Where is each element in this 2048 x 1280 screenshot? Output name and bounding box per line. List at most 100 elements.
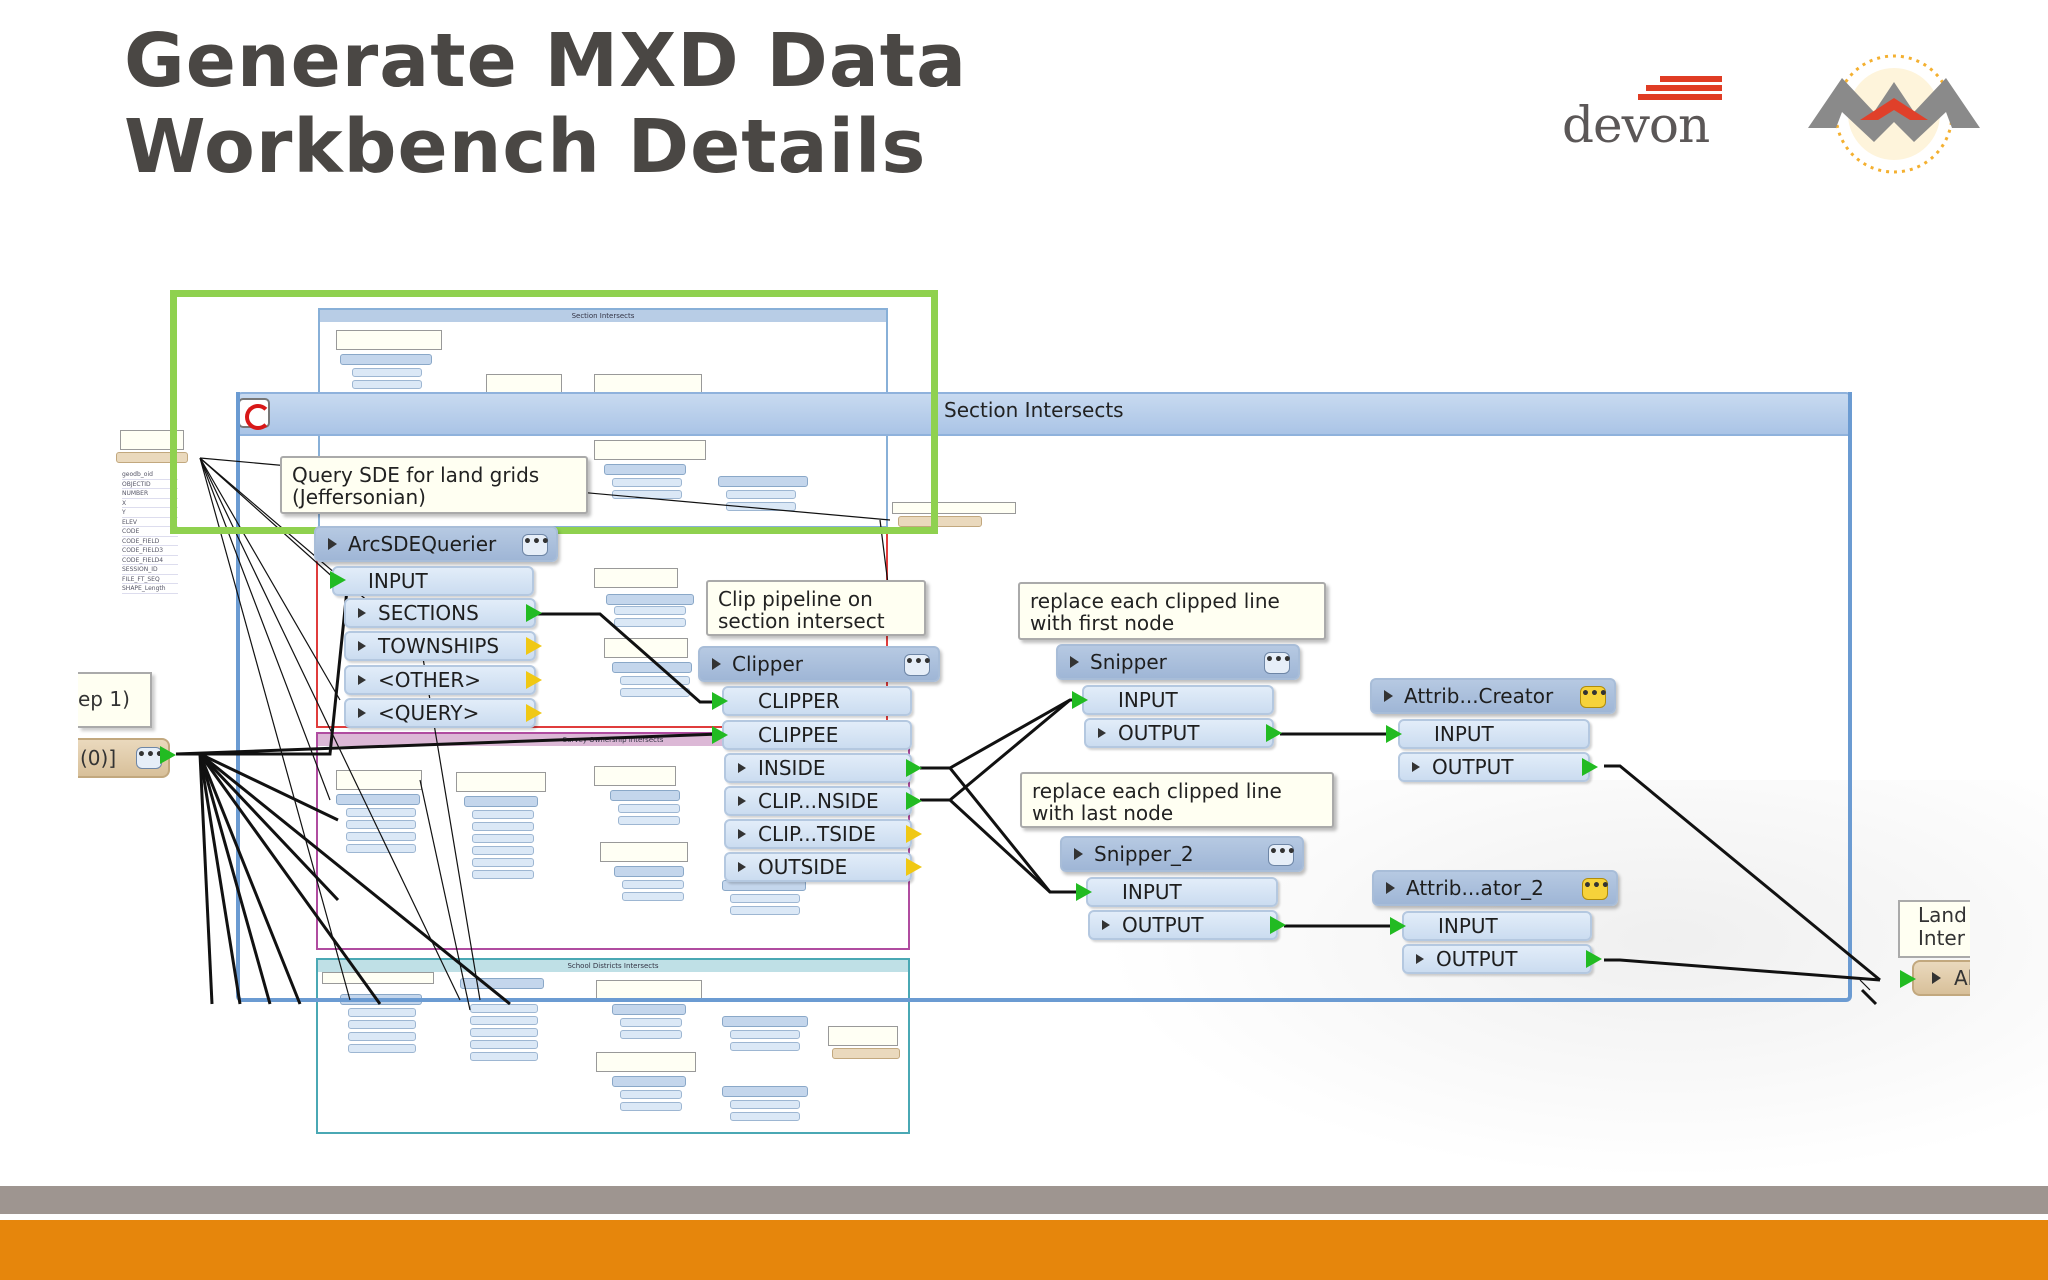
arcsdequerier-transformer[interactable]: ArcSDEQuerier ••• <box>314 526 558 562</box>
output-arrow-icon[interactable] <box>906 759 922 777</box>
expand-icon[interactable] <box>1386 882 1395 894</box>
background-port <box>730 1042 800 1051</box>
background-transformer <box>612 1076 686 1087</box>
input-arrow-icon[interactable] <box>1390 917 1406 935</box>
expand-icon[interactable] <box>358 608 366 618</box>
clipper-transformer[interactable]: Clipper ••• <box>698 646 940 682</box>
arcsdequerier-menu-button[interactable]: ••• <box>522 534 550 556</box>
background-port <box>614 618 686 627</box>
clipper-output-clip-inside[interactable]: CLIP...NSIDE <box>724 786 912 816</box>
attribute-creator-2-transformer[interactable]: Attrib...ator_2 ••• <box>1372 870 1618 906</box>
reader-output-arrow-icon[interactable] <box>160 746 176 764</box>
fme-logo <box>1808 54 1980 174</box>
output-arrow-icon[interactable] <box>526 604 542 622</box>
unconnected-output-arrow-icon[interactable] <box>906 825 922 843</box>
attribute-list-item: NUMBER <box>122 489 178 499</box>
attribute-creator-transformer[interactable]: Attrib...Creator ••• <box>1370 678 1616 714</box>
expand-icon[interactable] <box>1932 972 1941 984</box>
attribute-creator-menu-button[interactable]: ••• <box>1580 686 1608 708</box>
output-arrow-icon[interactable] <box>1266 724 1282 742</box>
attribute-list-item: CODE_FIELD4 <box>122 556 178 565</box>
background-transformer <box>612 662 692 673</box>
clipper-output-clip-outside[interactable]: CLIP...TSIDE <box>724 819 912 849</box>
input-arrow-icon[interactable] <box>712 726 728 744</box>
expand-icon[interactable] <box>738 796 746 806</box>
input-arrow-icon[interactable] <box>712 692 728 710</box>
slide-title: Generate MXD Data Workbench Details <box>124 18 967 190</box>
expand-icon[interactable] <box>712 658 721 670</box>
arcsdequerier-output-sections[interactable]: SECTIONS <box>344 598 536 628</box>
clipper-menu-button[interactable]: ••• <box>904 654 932 676</box>
snipper-2-input-port[interactable]: INPUT <box>1086 877 1278 907</box>
expand-icon[interactable] <box>738 829 746 839</box>
input-arrow-icon[interactable] <box>330 571 346 589</box>
arcsdequerier-output-townships[interactable]: TOWNSHIPS <box>344 631 536 661</box>
writer-input-arrow-icon[interactable] <box>1900 970 1916 988</box>
background-port <box>348 1044 416 1053</box>
clipper-output-inside[interactable]: INSIDE <box>724 753 912 783</box>
expand-icon[interactable] <box>358 708 366 718</box>
snipper-2-menu-button[interactable]: ••• <box>1268 844 1296 866</box>
snipper-input-port[interactable]: INPUT <box>1082 685 1274 715</box>
clipper-input-clippee[interactable]: CLIPPEE <box>722 720 912 750</box>
background-note <box>596 1052 696 1072</box>
reader-menu-button[interactable]: ••• <box>136 747 164 769</box>
snipper-transformer[interactable]: Snipper ••• <box>1056 644 1300 680</box>
writer-feature-type[interactable]: Al <box>1912 960 1970 996</box>
expand-icon[interactable] <box>738 862 746 872</box>
background-transformer <box>610 790 680 801</box>
expand-icon[interactable] <box>1098 728 1106 738</box>
arcsdequerier-output-other[interactable]: <OTHER> <box>344 665 536 695</box>
attribute-creator-2-output-port[interactable]: OUTPUT <box>1402 944 1592 974</box>
snipper-output-port[interactable]: OUTPUT <box>1084 718 1274 748</box>
expand-icon[interactable] <box>1412 762 1420 772</box>
writer-label: Al <box>1954 966 1970 990</box>
unconnected-output-arrow-icon[interactable] <box>906 858 922 876</box>
input-arrow-icon[interactable] <box>1386 725 1402 743</box>
input-arrow-icon[interactable] <box>1072 691 1088 709</box>
clipper-input-clipper[interactable]: CLIPPER <box>722 686 912 716</box>
reader-feature-type[interactable]: (0)] ••• <box>78 738 170 778</box>
unconnected-output-arrow-icon[interactable] <box>526 637 542 655</box>
background-reader <box>116 452 188 463</box>
background-transformer <box>722 1086 808 1097</box>
expand-icon[interactable] <box>738 763 746 773</box>
output-arrow-icon[interactable] <box>1586 950 1602 968</box>
bookmark-header[interactable] <box>236 392 1852 436</box>
note-clip-pipeline: Clip pipeline on section intersect <box>706 580 926 636</box>
snipper-menu-button[interactable]: ••• <box>1264 652 1292 674</box>
input-arrow-icon[interactable] <box>1076 883 1092 901</box>
attribute-creator-2-menu-button[interactable]: ••• <box>1582 878 1610 900</box>
note-last-node: replace each clipped line with last node <box>1020 772 1334 828</box>
expand-icon[interactable] <box>328 538 337 550</box>
expand-icon[interactable] <box>1070 656 1079 668</box>
expand-icon[interactable] <box>1416 954 1424 964</box>
attribute-creator-output-port[interactable]: OUTPUT <box>1398 752 1590 782</box>
port-label: SECTIONS <box>378 601 479 625</box>
output-arrow-icon[interactable] <box>1582 758 1598 776</box>
arcsdequerier-output-query[interactable]: <QUERY> <box>344 698 536 728</box>
expand-icon[interactable] <box>358 641 366 651</box>
snipper-2-transformer[interactable]: Snipper_2 ••• <box>1060 836 1304 872</box>
expand-icon[interactable] <box>1074 848 1083 860</box>
port-label: INPUT <box>1118 688 1178 712</box>
attribute-list-item: geodb_oid <box>122 470 178 480</box>
bookmark-collapse-icon[interactable] <box>238 398 271 430</box>
expand-icon[interactable] <box>358 675 366 685</box>
unconnected-output-arrow-icon[interactable] <box>526 704 542 722</box>
attribute-list-item: Y <box>122 508 178 518</box>
output-arrow-icon[interactable] <box>1270 916 1286 934</box>
footer-orange-bar <box>0 1220 2048 1280</box>
expand-icon[interactable] <box>1102 920 1110 930</box>
unconnected-output-arrow-icon[interactable] <box>526 671 542 689</box>
arcsdequerier-input-port[interactable]: INPUT <box>332 566 534 596</box>
attribute-creator-2-input-port[interactable]: INPUT <box>1402 911 1592 941</box>
clipper-output-outside[interactable]: OUTSIDE <box>724 852 912 882</box>
port-label: OUTSIDE <box>758 855 848 879</box>
attribute-creator-input-port[interactable]: INPUT <box>1398 719 1590 749</box>
snipper-2-name: Snipper_2 <box>1094 842 1194 866</box>
output-arrow-icon[interactable] <box>906 792 922 810</box>
expand-icon[interactable] <box>1384 690 1393 702</box>
snipper-2-output-port[interactable]: OUTPUT <box>1088 910 1278 940</box>
